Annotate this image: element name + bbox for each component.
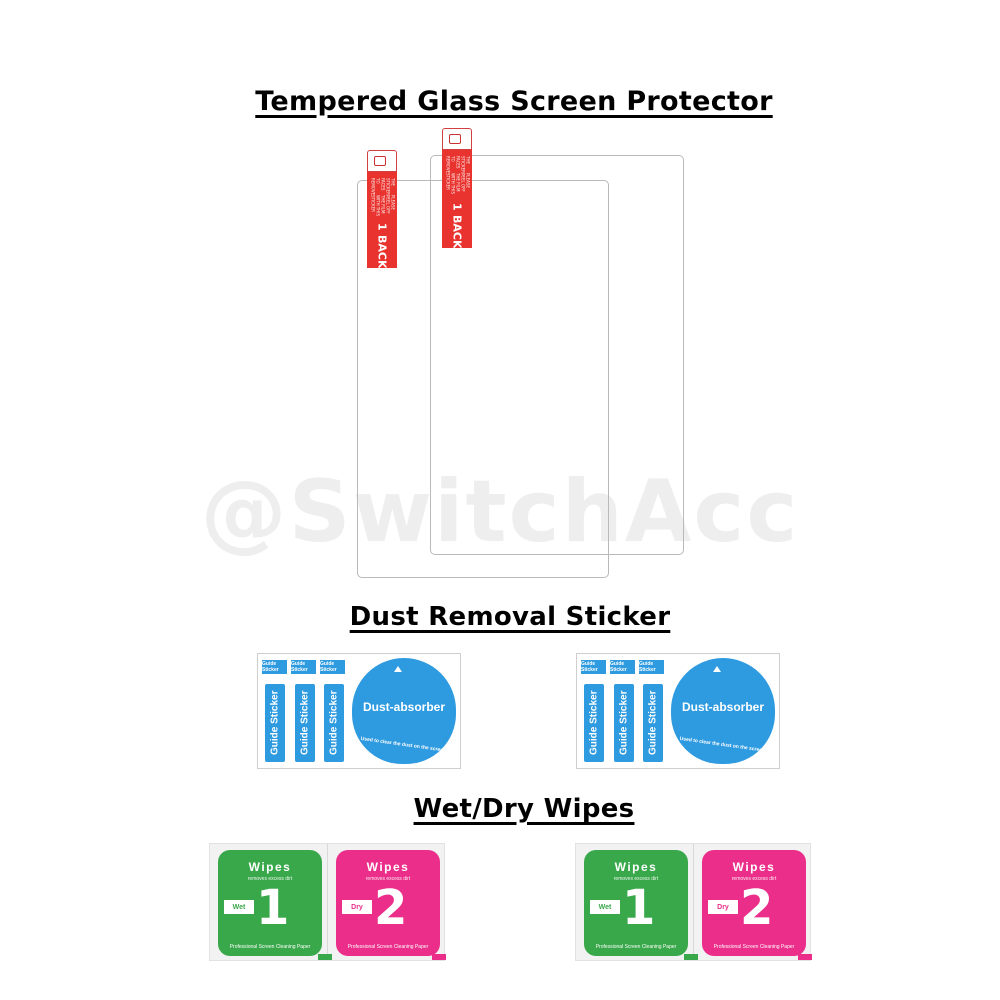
wet-wipe: Wipes removes excess dirt Wet 1 Professi…: [218, 850, 322, 956]
guide-sticker-tab: Guide Sticker: [581, 660, 606, 674]
glass-protector-front: [430, 155, 684, 555]
dry-number: 2: [740, 880, 774, 936]
heading-wipes: Wet/Dry Wipes: [413, 794, 635, 824]
heading-sticker: Dust Removal Sticker: [349, 602, 671, 632]
dry-wipe-base: [798, 954, 812, 960]
guide-sticker-strip: Guide Sticker: [295, 684, 315, 762]
dry-label: Dry: [708, 900, 738, 914]
heading-glass: Tempered Glass Screen Protector: [255, 86, 773, 117]
guide-sticker-tab: Guide Sticker: [320, 660, 345, 674]
watermark: @SwitchAcc: [200, 462, 800, 562]
glass-tab-line2: PLEASE PEEL OFF THE FILM WITH THIS STICK…: [370, 195, 396, 217]
wet-number: 1: [622, 880, 656, 936]
guide-sticker-tab: Guide Sticker: [291, 660, 316, 674]
dry-number: 2: [374, 880, 408, 936]
guide-sticker-tab: Guide Sticker: [262, 660, 287, 674]
guide-sticker-tab: Guide Sticker: [639, 660, 664, 674]
wet-wipe-title: Wipes: [614, 860, 658, 874]
wet-wipe-title: Wipes: [248, 860, 292, 874]
wipes-divider: [327, 844, 328, 960]
glass-tab-label: BACK: [450, 214, 464, 249]
glass-tab-front: THE STICKER FACES TO REMOVE PLEASE PEEL …: [442, 150, 472, 248]
dust-absorber: Dust-absorber Used to clear the dust on …: [671, 658, 775, 764]
wet-number: 1: [256, 880, 290, 936]
dry-wipe-title: Wipes: [732, 860, 776, 874]
guide-sticker-strip: Guide Sticker: [614, 684, 634, 762]
wet-wipe-subtitle: removes excess dirt: [613, 876, 659, 882]
wet-wipe: Wipes removes excess dirt Wet 1 Professi…: [584, 850, 688, 956]
guide-sticker-strip: Guide Sticker: [265, 684, 285, 762]
dry-wipe-title: Wipes: [366, 860, 410, 874]
dry-wipe: Wipes removes excess dirt Dry 2 Professi…: [702, 850, 806, 956]
wet-wipe-footer: Professional Screen Cleaning Paper: [595, 944, 677, 950]
glass-tab-line1: THE STICKER FACES TO REMOVE: [445, 156, 471, 174]
glass-tab-label: BACK: [375, 234, 389, 269]
arrow-up-icon: [394, 666, 402, 672]
wet-wipe-base: [318, 954, 332, 960]
dust-absorber-title: Dust-absorber: [681, 700, 764, 714]
glass-tab-number: 1: [375, 222, 389, 231]
guide-sticker-tab: Guide Sticker: [610, 660, 635, 674]
guide-sticker-strip: Guide Sticker: [584, 684, 604, 762]
dust-absorber: Dust-absorber Used to clear the dust on …: [352, 658, 456, 764]
dry-wipe-subtitle: removes excess dirt: [731, 876, 777, 882]
wet-wipe-footer: Professional Screen Cleaning Paper: [229, 944, 311, 950]
glass-protector-back: [357, 180, 609, 578]
wet-wipe-base: [684, 954, 698, 960]
glass-tab-line1: THE STICKER FACES TO REMOVE: [370, 178, 396, 196]
glass-tab-top-back: [367, 150, 397, 172]
glass-tab-line2: PLEASE PEEL OFF THE FILM WITH THIS STICK…: [445, 173, 471, 195]
dust-absorber-title: Dust-absorber: [362, 700, 445, 714]
wipes-card-right: Wipes removes excess dirt Wet 1 Professi…: [575, 843, 812, 961]
wet-label: Wet: [590, 900, 620, 914]
dry-wipe-footer: Professional Screen Cleaning Paper: [347, 944, 429, 950]
dry-wipe-base: [432, 954, 446, 960]
wipes-card-left: Wipes removes excess dirt Wet 1 Professi…: [209, 843, 446, 961]
glass-tab-back: THE STICKER FACES TO REMOVE PLEASE PEEL …: [367, 172, 397, 268]
guide-sticker-strip: Guide Sticker: [643, 684, 663, 762]
glass-tab-number: 1: [450, 202, 464, 211]
wet-label: Wet: [224, 900, 254, 914]
arrow-up-icon: [713, 666, 721, 672]
dry-label: Dry: [342, 900, 372, 914]
dust-sticker-card-right: Guide Sticker Guide Sticker Guide Sticke…: [576, 653, 780, 769]
wipes-divider: [693, 844, 694, 960]
wet-wipe-subtitle: removes excess dirt: [247, 876, 293, 882]
dust-sticker-card-left: Guide Sticker Guide Sticker Guide Sticke…: [257, 653, 461, 769]
glass-tab-top-front: [442, 128, 472, 150]
dry-wipe-subtitle: removes excess dirt: [365, 876, 411, 882]
dust-absorber-caption: Used to clear the dust on the screen.: [360, 735, 448, 755]
guide-sticker-strip: Guide Sticker: [324, 684, 344, 762]
dust-absorber-caption: Used to clear the dust on the screen.: [679, 735, 767, 755]
dry-wipe: Wipes removes excess dirt Dry 2 Professi…: [336, 850, 440, 956]
dry-wipe-footer: Professional Screen Cleaning Paper: [713, 944, 795, 950]
